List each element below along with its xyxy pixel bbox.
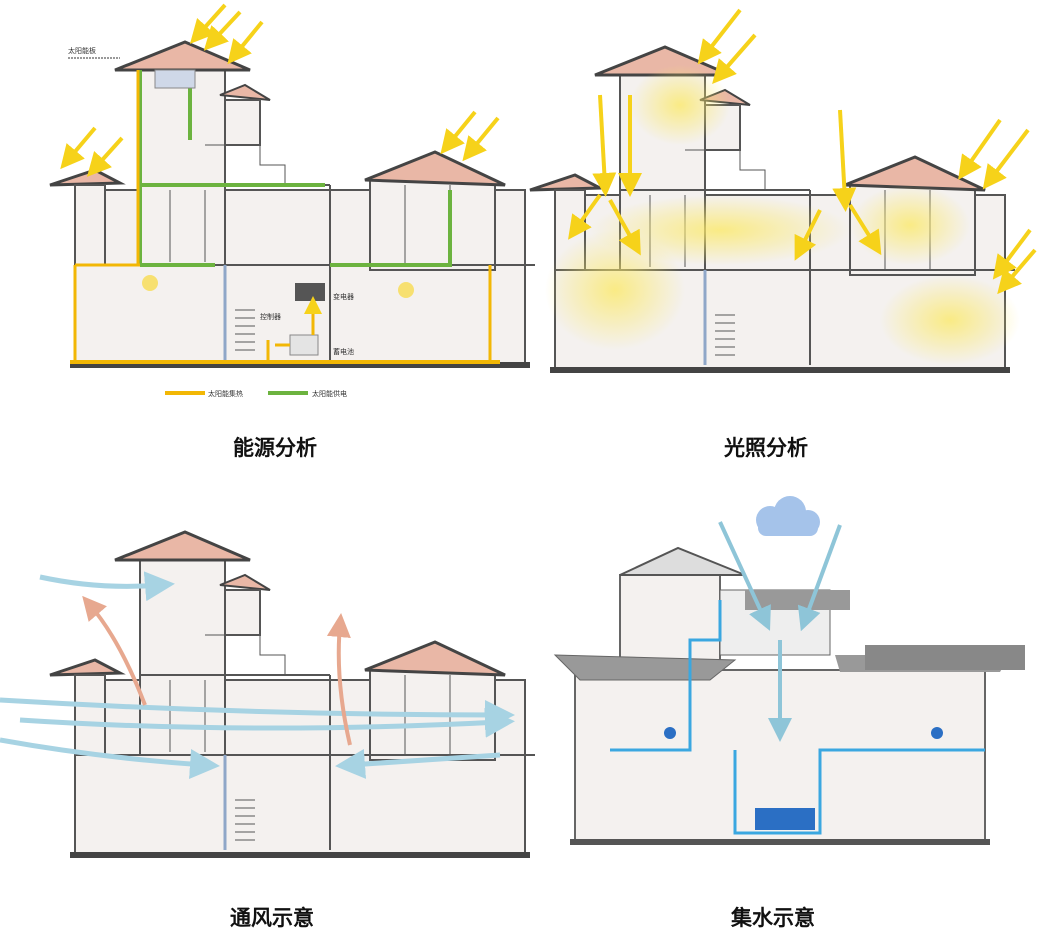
legend-solar-heat: 太阳能集热 (208, 390, 243, 398)
battery-label: 蓄电池 (333, 348, 354, 356)
caption-water-collection: 集水示意 (731, 905, 815, 930)
legend-solar-power: 太阳能供电 (312, 390, 347, 398)
light-analysis-diagram (530, 8, 1037, 370)
energy-analysis-diagram (50, 3, 535, 395)
solar-panel-label: 太阳能板 (68, 47, 96, 55)
inverter-label: 变电器 (333, 293, 354, 301)
caption-light-analysis: 光照分析 (724, 435, 808, 460)
controller-label: 控制器 (260, 313, 281, 321)
ventilation-diagram (0, 532, 535, 855)
water-collection-diagram (553, 496, 1025, 845)
caption-ventilation: 通风示意 (230, 905, 314, 930)
caption-energy-analysis: 能源分析 (233, 435, 317, 460)
